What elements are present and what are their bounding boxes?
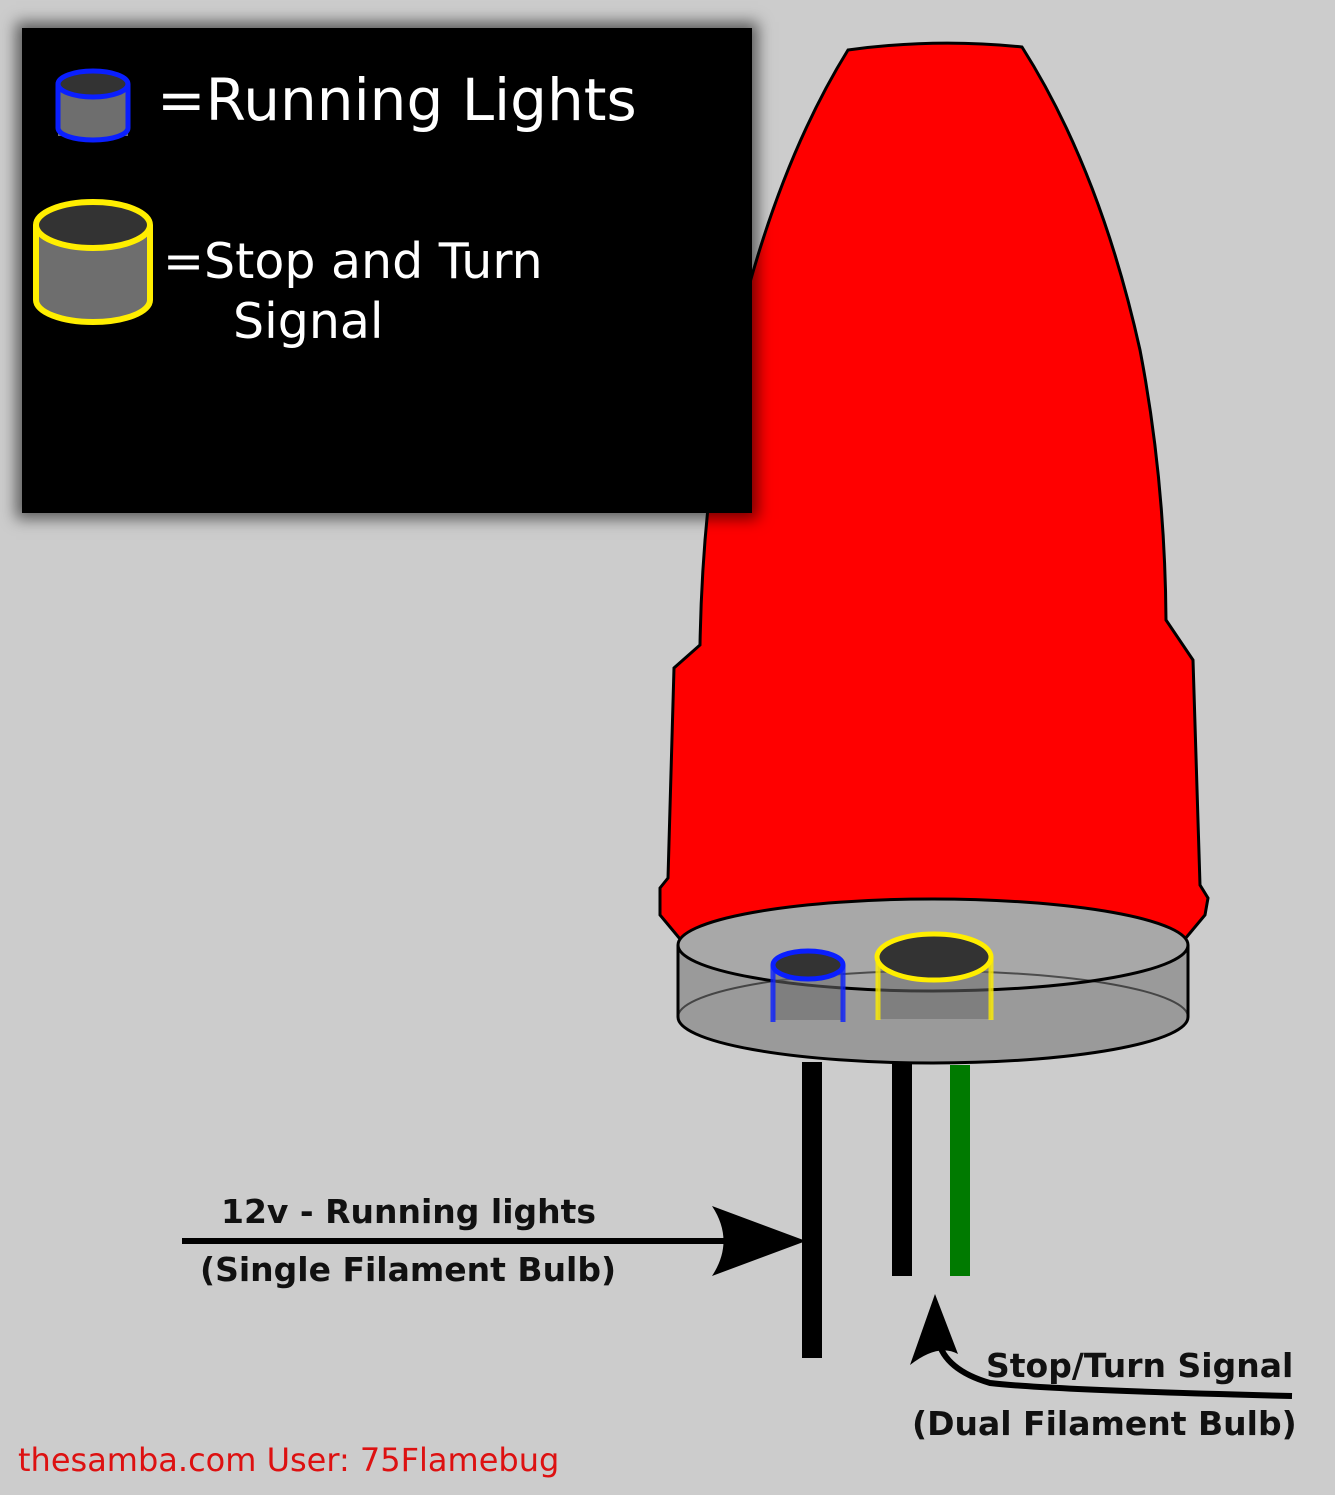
stop-turn-socket	[874, 931, 994, 1020]
legend-stop-label-line1: =Stop and Turn	[163, 233, 543, 290]
stop-wire-arrow	[910, 1294, 1293, 1399]
stop-turn-legend-icon	[33, 199, 153, 325]
stop-wire-label: Stop/Turn Signal	[986, 1346, 1294, 1385]
legend-stop-label-line2: Signal	[233, 293, 384, 350]
legend-stop-label: =Stop and Turn Signal	[163, 232, 543, 352]
running-wire-label: 12v - Running lights	[221, 1192, 597, 1231]
running-lights-legend-icon	[55, 68, 131, 143]
legend-running-label: =Running Lights	[157, 66, 637, 134]
running-light-socket	[770, 948, 846, 1022]
running-wire-arrow	[182, 1206, 806, 1276]
running-wire-sublabel: (Single Filament Bulb)	[200, 1250, 617, 1289]
stop-wire-sublabel: (Dual Filament Bulb)	[912, 1404, 1297, 1443]
credit-text: thesamba.com User: 75Flamebug	[18, 1441, 560, 1479]
